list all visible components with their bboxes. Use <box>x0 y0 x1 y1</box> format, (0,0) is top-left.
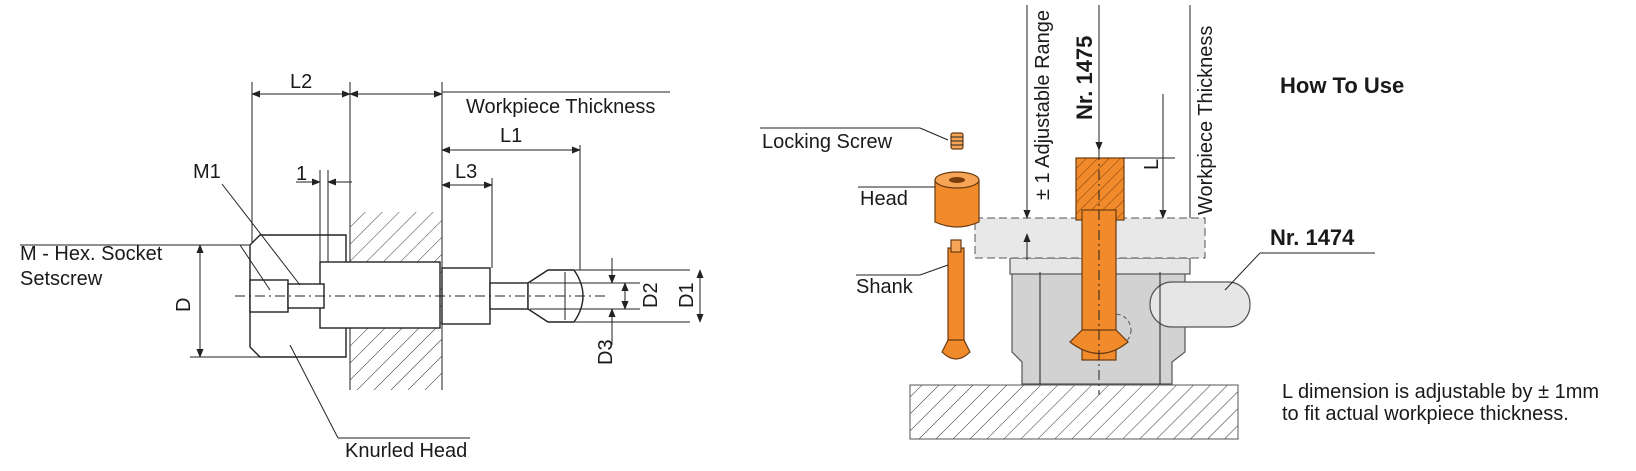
label-setscrew-line1: M - Hex. Socket <box>20 243 163 265</box>
label-one: 1 <box>296 163 307 185</box>
how-to-use-line1: L dimension is adjustable by ± 1mm <box>1282 381 1599 403</box>
right-assembly-drawing: Locking Screw Head Shank ± 1 Adjustable … <box>760 5 1599 440</box>
label-d3: D3 <box>595 339 617 365</box>
clamp-arm <box>1149 281 1251 328</box>
how-to-use-title: How To Use <box>1280 73 1404 98</box>
label-l2: L2 <box>290 71 312 93</box>
label-head: Head <box>860 188 908 210</box>
label-l: L <box>1141 159 1163 170</box>
label-d1: D1 <box>676 282 698 308</box>
label-workpiece-thickness-vertical: Workpiece Thickness <box>1195 26 1217 215</box>
label-shank: Shank <box>856 276 914 298</box>
label-l1: L1 <box>500 125 522 147</box>
head-part <box>934 179 980 228</box>
label-knurled-head: Knurled Head <box>345 440 467 462</box>
bushing-body <box>319 261 441 329</box>
left-section-drawing: L2 Workpiece Thickness L1 L3 1 M1 M - He… <box>20 71 704 462</box>
label-nr-1475: Nr. 1475 <box>1072 36 1097 120</box>
label-locking-screw: Locking Screw <box>762 131 893 153</box>
label-d2: D2 <box>640 282 662 308</box>
label-setscrew-line2: Setscrew <box>20 268 103 290</box>
base-plate-hatched <box>909 384 1239 440</box>
label-adjustable-range: ± 1 Adjustable Range <box>1032 10 1054 200</box>
label-nr-1474: Nr. 1474 <box>1270 225 1355 250</box>
label-workpiece-thickness: Workpiece Thickness <box>466 96 655 118</box>
label-m1: M1 <box>193 161 221 183</box>
label-d: D <box>173 298 195 312</box>
shank-part <box>947 247 965 349</box>
label-l3: L3 <box>455 161 477 183</box>
how-to-use-line2: to fit actual workpiece thickness. <box>1282 403 1569 425</box>
